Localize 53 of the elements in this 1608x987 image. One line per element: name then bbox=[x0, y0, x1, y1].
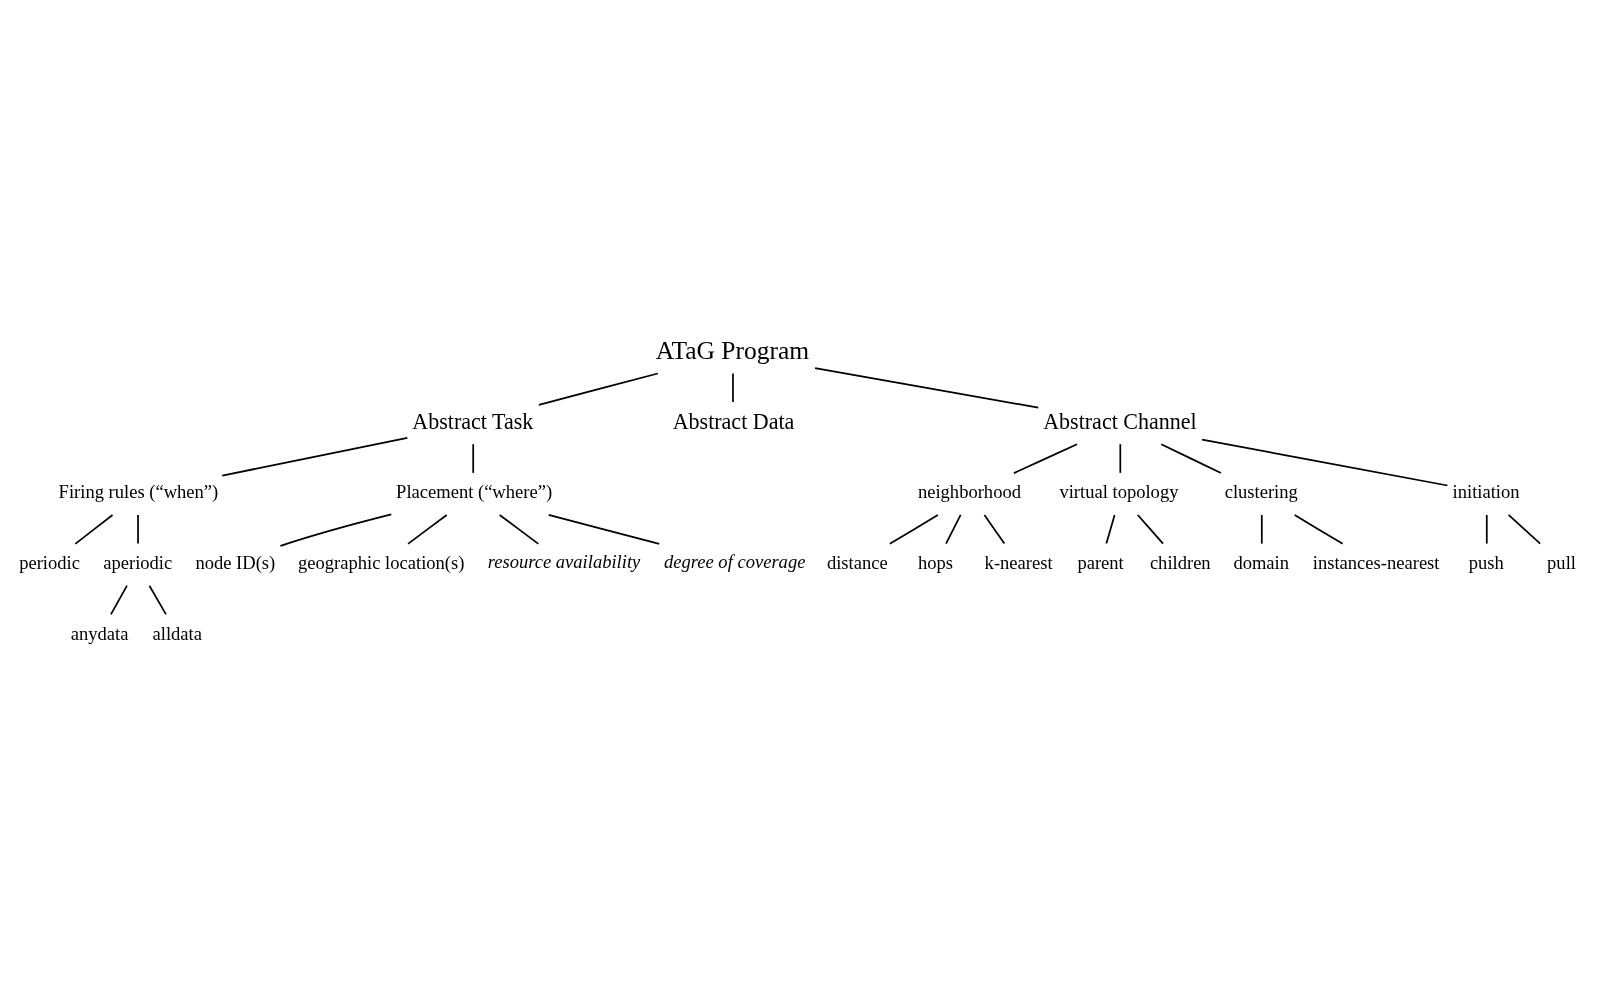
node-text: clustering bbox=[1224, 480, 1298, 502]
node-text: parent bbox=[1077, 551, 1124, 573]
connector bbox=[538, 372, 659, 406]
connector bbox=[498, 513, 540, 545]
connector bbox=[814, 366, 1040, 408]
node-text: node ID(s) bbox=[195, 551, 276, 573]
connector bbox=[1013, 442, 1078, 474]
connector bbox=[889, 513, 939, 545]
connector bbox=[1105, 513, 1116, 544]
node-text: children bbox=[1149, 551, 1211, 573]
connector bbox=[279, 513, 393, 547]
connector bbox=[1260, 513, 1263, 544]
connector bbox=[1485, 513, 1488, 544]
connector bbox=[74, 513, 114, 545]
node-text: k-nearest bbox=[984, 551, 1053, 573]
connector bbox=[983, 513, 1006, 544]
connector bbox=[1119, 442, 1122, 474]
connector bbox=[221, 436, 409, 477]
node-text: Abstract Task bbox=[412, 408, 534, 434]
connector bbox=[110, 584, 128, 615]
node-text: push bbox=[1468, 551, 1504, 573]
node-text: degree of coverage bbox=[663, 550, 806, 572]
connector bbox=[945, 513, 962, 544]
node-text: pull bbox=[1547, 551, 1576, 573]
node-text: anydata bbox=[70, 622, 129, 644]
node-text: geographic location(s) bbox=[298, 551, 465, 573]
node-text: initiation bbox=[1452, 480, 1520, 502]
connector bbox=[732, 372, 734, 403]
node-text: ATaG Program bbox=[655, 335, 810, 365]
node-text: virtual topology bbox=[1059, 480, 1179, 502]
node-text: Firing rules (“when”) bbox=[58, 480, 219, 502]
node-text: hops bbox=[917, 551, 953, 573]
connector bbox=[148, 584, 167, 615]
connector bbox=[137, 513, 139, 544]
node-text: aperiodic bbox=[103, 551, 173, 573]
node-text: Placement (“where”) bbox=[396, 480, 553, 502]
connector bbox=[1507, 513, 1542, 544]
node-text: Abstract Channel bbox=[1043, 408, 1197, 434]
node-text: distance bbox=[826, 551, 888, 573]
connector bbox=[472, 442, 475, 474]
connector bbox=[547, 513, 661, 545]
connector bbox=[407, 513, 448, 545]
node-text: periodic bbox=[19, 551, 80, 573]
connector bbox=[1136, 513, 1164, 544]
connector bbox=[1293, 513, 1344, 545]
node-text: resource availability bbox=[487, 550, 641, 572]
connector bbox=[1160, 442, 1222, 474]
node-text: neighborhood bbox=[917, 480, 1021, 502]
node-text: Abstract Data bbox=[672, 408, 795, 434]
node-text: instances-nearest bbox=[1312, 551, 1440, 573]
node-text: domain bbox=[1233, 551, 1290, 573]
node-text: alldata bbox=[152, 622, 202, 644]
connector bbox=[1201, 438, 1449, 486]
